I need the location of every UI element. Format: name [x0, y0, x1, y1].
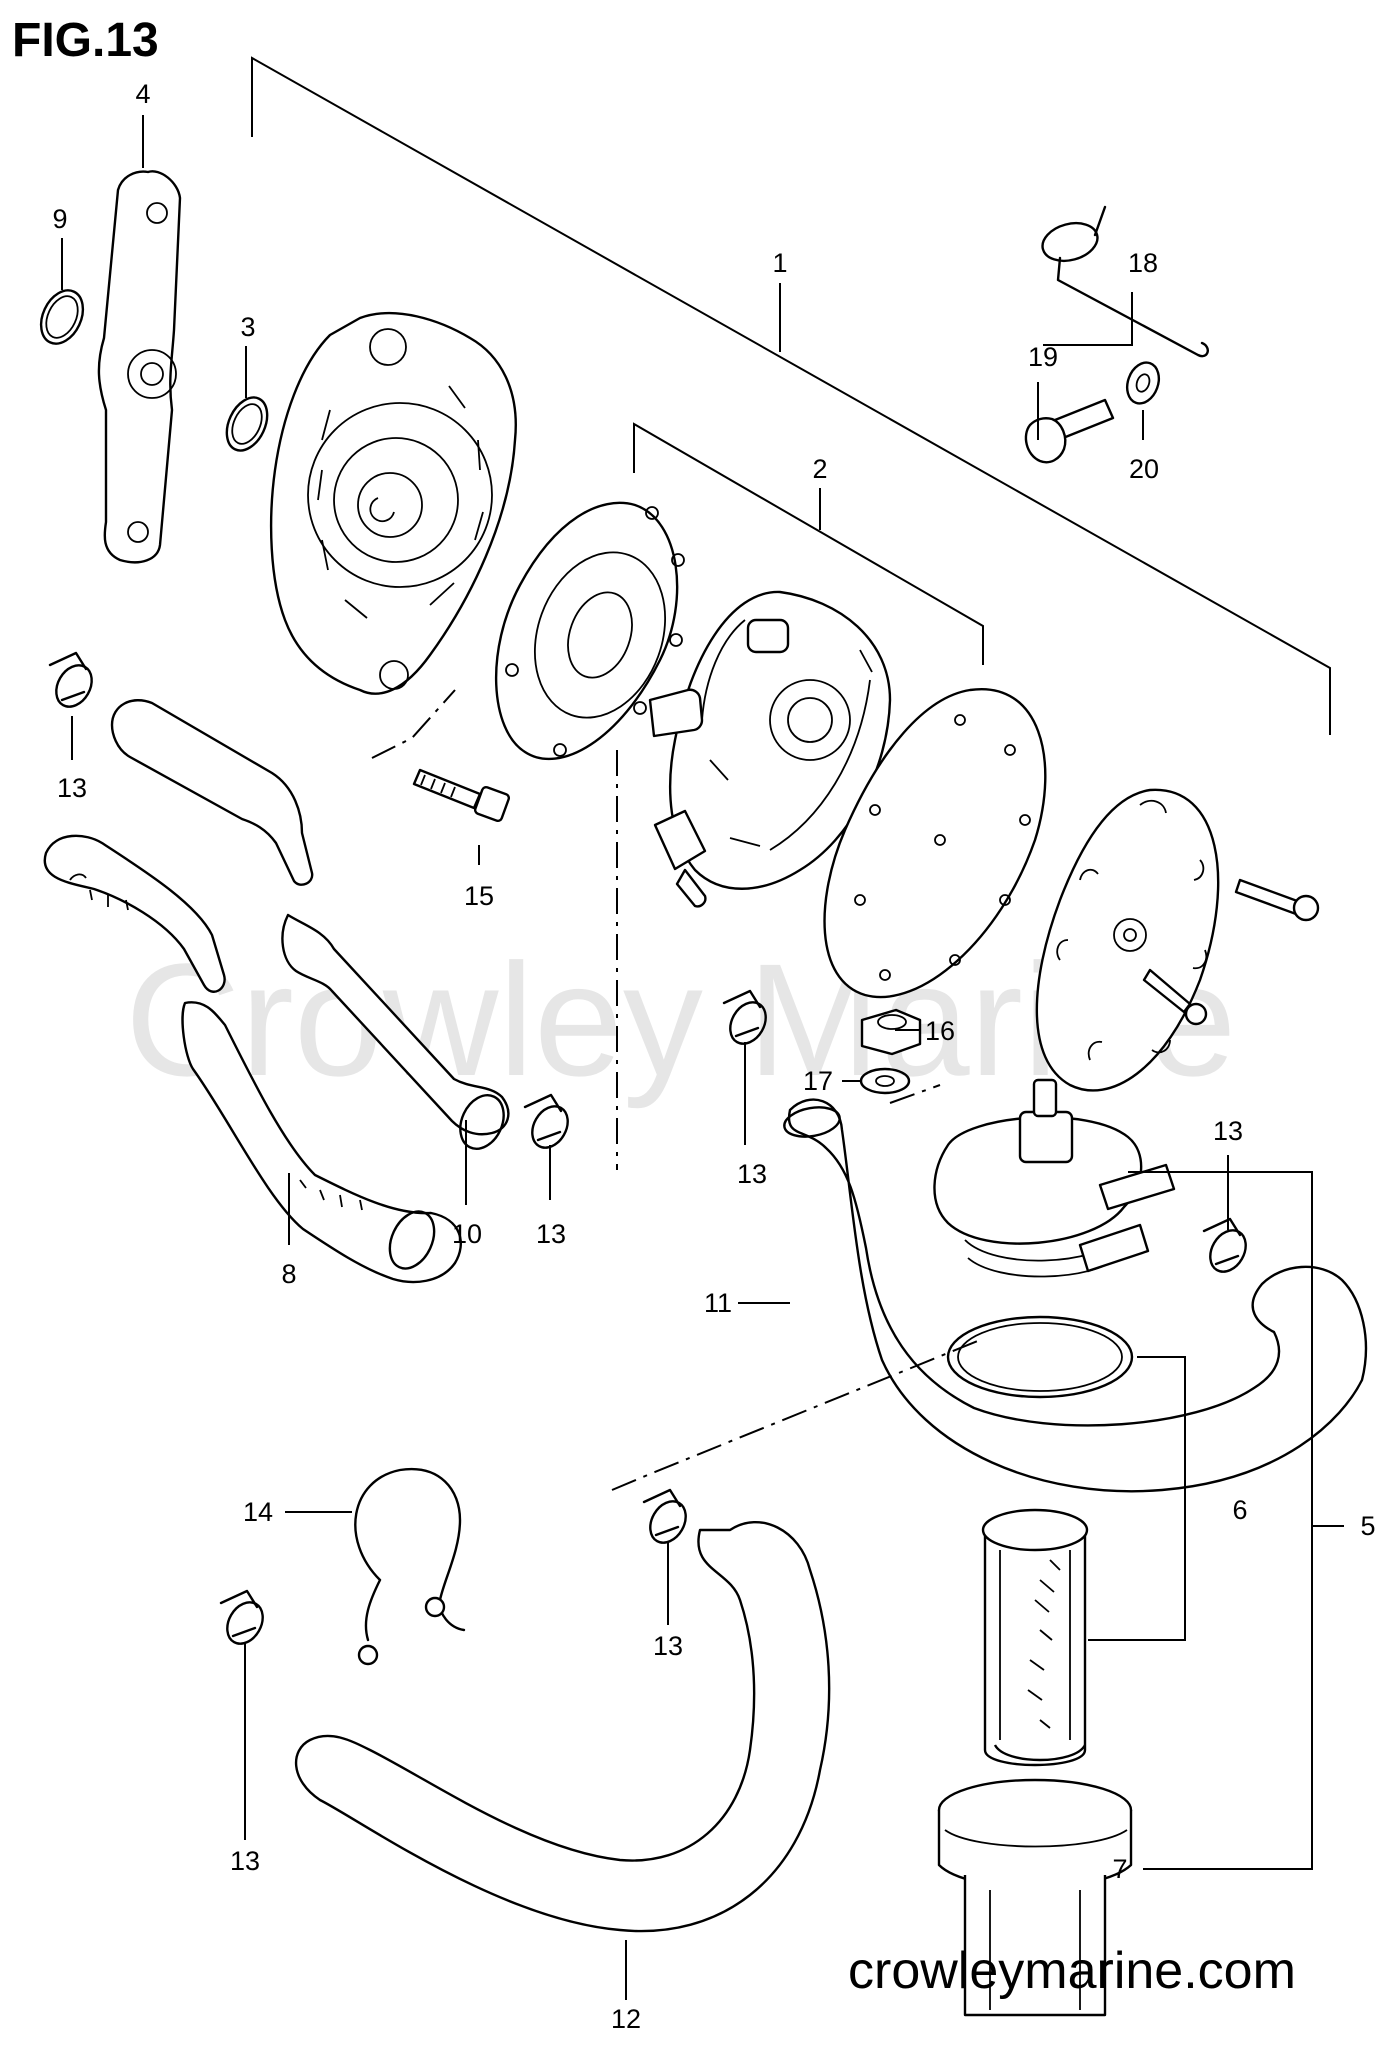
callout-13-c: 13: [737, 1159, 767, 1189]
hose-clip-part: [219, 1589, 264, 1645]
rear-cover-part: [1035, 788, 1220, 1092]
callout-3: 3: [240, 312, 255, 342]
callout-9: 9: [52, 204, 67, 234]
washer-part: [1125, 361, 1161, 405]
callout-2: 2: [812, 454, 827, 484]
callout-7: 7: [1112, 1854, 1127, 1884]
o-ring-part: [225, 396, 269, 452]
pump-body-part: [648, 590, 892, 908]
callout-5: 5: [1360, 1511, 1375, 1541]
hose-part-11: [783, 1098, 1368, 1493]
mounting-plate-part: [97, 170, 182, 564]
callout-13-e: 13: [653, 1631, 683, 1661]
spring-clip-part: [1041, 205, 1209, 358]
diaphragm-part: [823, 687, 1047, 999]
callout-13-f: 13: [230, 1846, 260, 1876]
bolt-part: [412, 768, 511, 823]
filter-bowl-part: [937, 1778, 1133, 2017]
assembly-bracket-2: [633, 422, 984, 665]
callout-16: 16: [925, 1016, 955, 1046]
callout-13-b: 13: [1213, 1116, 1243, 1146]
wire-clamp-part: [354, 1467, 466, 1666]
hose-part-8: [43, 834, 462, 1284]
screw-part: [1234, 878, 1320, 922]
callout-6: 6: [1232, 1495, 1247, 1525]
hose-clip-part: [48, 651, 93, 708]
callout-1: 1: [772, 248, 787, 278]
site-url: crowleymarine.com: [848, 1942, 1296, 2000]
diaphragm-part: [495, 501, 685, 761]
nut-part: [860, 1008, 922, 1056]
bolt-part: [1024, 398, 1115, 464]
o-ring-part: [39, 289, 85, 345]
figure-title: FIG.13: [12, 14, 159, 67]
callout-8: 8: [281, 1259, 296, 1289]
callout-4: 4: [135, 79, 150, 109]
callout-18: 18: [1128, 248, 1158, 278]
callout-13-a: 13: [57, 773, 87, 803]
hose-clip-part: [1202, 1217, 1247, 1273]
callout-12: 12: [611, 2004, 641, 2034]
callout-19: 19: [1028, 342, 1058, 372]
callout-20: 20: [1129, 454, 1159, 484]
hose-part-12: [295, 1520, 831, 1933]
callout-14: 14: [243, 1497, 273, 1527]
filter-o-ring-part: [946, 1315, 1134, 1399]
washer-part: [859, 1067, 911, 1095]
hose-clip-part: [523, 1093, 569, 1149]
hose-clip-part: [642, 1488, 687, 1544]
leader-lines: [61, 115, 1344, 2000]
callout-15: 15: [464, 881, 494, 911]
pump-cover-part: [269, 311, 517, 695]
screw-part: [1142, 968, 1208, 1026]
hose-clip-part: [722, 989, 767, 1045]
filter-head-part: [933, 1078, 1176, 1278]
filter-element-part: [981, 1508, 1089, 1767]
assembly-bracket-1: [251, 56, 1331, 735]
callout-10: 10: [452, 1219, 482, 1249]
hose-part-10: [110, 699, 510, 1150]
callout-13-d: 13: [536, 1219, 566, 1249]
callout-11: 11: [704, 1288, 732, 1318]
callout-17: 17: [803, 1066, 833, 1096]
